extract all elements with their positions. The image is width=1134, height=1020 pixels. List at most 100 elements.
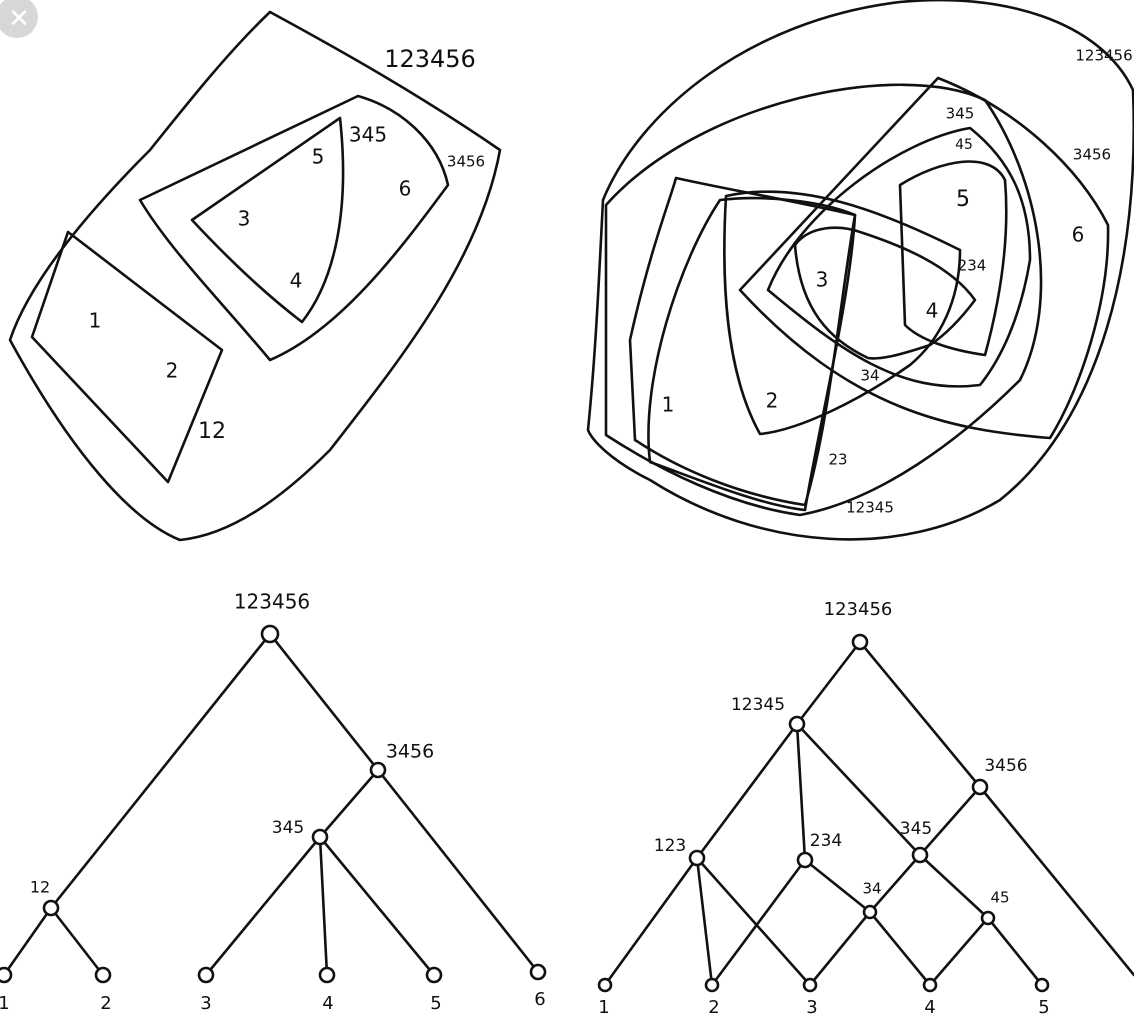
lattice-node-label: 34 [862,880,881,898]
region-label: 12 [198,419,226,444]
region-label: 45 [955,137,973,153]
region-label: 23 [828,451,847,469]
euler-simple-outer-region [8,10,502,542]
lattice-edge [986,916,1044,987]
close-icon: ✕ [8,4,30,34]
tree-leaf [425,966,443,984]
element-label: 2 [166,359,179,383]
lattice-edge [918,785,982,857]
element-label: 3 [816,268,829,292]
tree-edge [2,906,53,977]
lattice-edge [808,910,872,987]
region-label: 123456 [1075,47,1132,65]
lattice-node [788,715,806,733]
tree-node-label: 345 [272,818,304,838]
lattice-leaf-label: 2 [708,997,719,1018]
tree-leaf [197,966,215,984]
euler-overlap-region-3456 [738,76,1110,440]
lattice-node-label: 123456 [824,599,893,620]
lattice-edge [978,785,1134,977]
euler-overlapping-panel: 123456 3456 345 45 234 34 23 12345 1 2 3… [586,0,1134,541]
tree-edge [376,768,540,974]
lattice-node [796,851,814,869]
lattice-node-label: 123 [654,836,686,856]
euler-simple-region-345 [190,116,345,324]
lattice-edge [603,856,699,987]
tree-edge [49,906,105,977]
region-label: 12345 [846,499,894,517]
lattice-node-label: 3456 [984,756,1027,776]
tree-node-label: 3456 [386,741,434,763]
tree-hierarchy-panel: 123456 3456 345 12 1 2 3 4 5 6 [0,590,547,1014]
lattice-node [911,846,929,864]
lattice-node [862,904,878,920]
lattice-edge [868,853,922,914]
tree-node [311,828,329,846]
element-label: 1 [662,393,675,417]
element-label: 4 [926,299,939,323]
euler-simple-region-12 [30,230,224,484]
element-label: 3 [238,207,251,231]
tree-leaf-label: 3 [200,993,211,1014]
tree-leaf [318,966,336,984]
tree-leaf-label: 2 [100,993,111,1014]
element-label: 2 [766,389,779,413]
lattice-edge [695,856,714,987]
lattice-hierarchy-panel: 123456 12345 3456 123 234 345 34 45 1 2 … [597,599,1134,1018]
lattice-edge [918,853,990,920]
tree-leaf-label: 1 [0,993,10,1014]
tree-edge [318,835,436,977]
euler-overlap-region-12345 [604,83,1043,517]
euler-overlap-region-23 [647,196,857,512]
tree-node [42,899,60,917]
region-label: 123456 [384,45,476,73]
lattice-edge [795,640,862,726]
lattice-edge [695,856,812,987]
lattice-edge [803,858,872,914]
euler-overlap-outer-region [586,0,1134,541]
tree-edge [49,632,272,910]
lattice-leaf-label: 4 [924,997,935,1018]
lattice-leaf-label: 5 [1038,997,1049,1018]
lattice-node-label: 45 [990,889,1009,907]
lattice-leaf [1034,977,1050,993]
lattice-leaf [597,977,613,993]
tree-leaf-label: 6 [534,989,545,1010]
euler-overlap-region-234 [793,226,977,360]
lattice-edge [928,916,990,987]
tree-node [260,624,280,644]
region-label: 345 [349,123,387,147]
lattice-node-label: 345 [900,819,932,839]
lattice-node [851,633,869,651]
tree-leaf [0,966,13,984]
lattice-node-label: 234 [810,831,842,851]
tree-edge [318,768,380,839]
euler-overlap-region-2 [723,190,962,436]
tree-edge [204,835,322,977]
tree-node-label: 123456 [234,590,310,614]
element-label: 5 [956,187,970,212]
region-label: 3456 [447,153,485,171]
element-label: 5 [312,145,325,169]
region-label: 34 [860,367,879,385]
lattice-leaf [922,977,938,993]
lattice-leaf [802,977,818,993]
lattice-edge [795,722,922,857]
region-label: 345 [946,105,975,123]
lattice-edge [695,722,799,860]
lattice-node [980,910,996,926]
lattice-node [971,778,989,796]
element-label: 6 [399,177,412,201]
tree-leaf [94,966,112,984]
lattice-node [688,849,706,867]
lattice-edge [868,910,932,987]
element-label: 4 [290,269,303,293]
lattice-edge [710,858,807,987]
region-label: 3456 [1073,146,1111,164]
lattice-edge [795,722,807,862]
euler-simple-panel: 123456 345 3456 12 1 2 3 4 5 6 [8,10,502,542]
tree-leaf [529,963,547,981]
tree-leaf-label: 4 [322,993,333,1014]
close-button[interactable]: ✕ [0,0,38,38]
tree-edge [318,835,329,977]
